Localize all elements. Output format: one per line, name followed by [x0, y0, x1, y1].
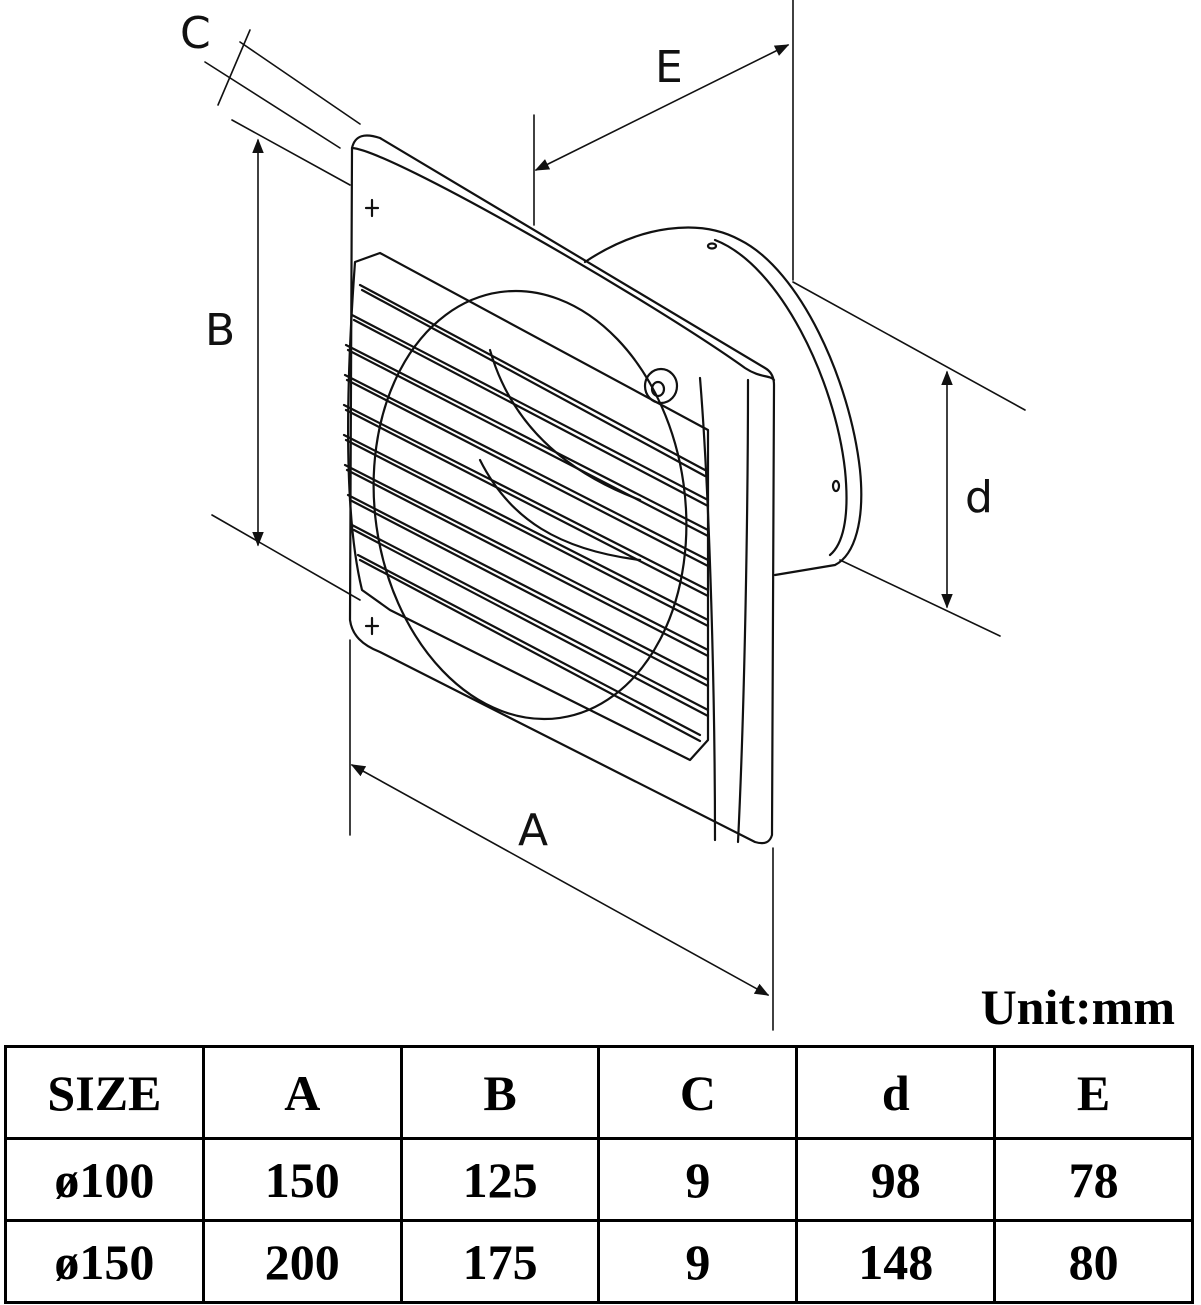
size-spec-table: SIZE A B C d E ø100 150 125 9 98 78 ø150… [4, 1045, 1194, 1304]
header-size: SIZE [4, 1045, 205, 1140]
header-b: B [399, 1045, 601, 1140]
dim-label-b: B [205, 305, 235, 356]
cell-size: ø100 [4, 1137, 205, 1222]
cell-b: 125 [399, 1137, 601, 1222]
header-e: E [993, 1045, 1194, 1140]
dimension-lines [217, 29, 953, 996]
cell-size: ø150 [4, 1219, 205, 1304]
dim-label-d: d [965, 472, 993, 523]
cell-d: 98 [795, 1137, 997, 1222]
header-a: A [201, 1045, 403, 1140]
table-row: ø150 200 175 9 148 80 [4, 1219, 1194, 1304]
duct-spigot [583, 226, 863, 577]
table-header-row: SIZE A B C d E [4, 1045, 1194, 1140]
cell-e: 78 [993, 1137, 1194, 1222]
table-row: ø100 150 125 9 98 78 [4, 1137, 1194, 1222]
cell-c: 9 [597, 1137, 799, 1222]
louvre-grille [342, 251, 710, 762]
dim-label-a: A [518, 805, 548, 856]
fan-housing [348, 134, 776, 845]
header-c: C [597, 1045, 799, 1140]
dim-label-e: E [655, 42, 683, 93]
header-d: d [795, 1045, 997, 1140]
cell-a: 200 [201, 1219, 403, 1304]
cell-e: 80 [993, 1219, 1194, 1304]
extension-lines [204, 0, 1026, 1031]
dim-label-c: C [180, 8, 211, 59]
cell-a: 150 [201, 1137, 403, 1222]
fan-dimension-drawing: C B A E d [180, 0, 1026, 1031]
cell-c: 9 [597, 1219, 799, 1304]
cell-b: 175 [399, 1219, 601, 1304]
cell-d: 148 [795, 1219, 997, 1304]
unit-label: Unit:mm [980, 979, 1175, 1035]
